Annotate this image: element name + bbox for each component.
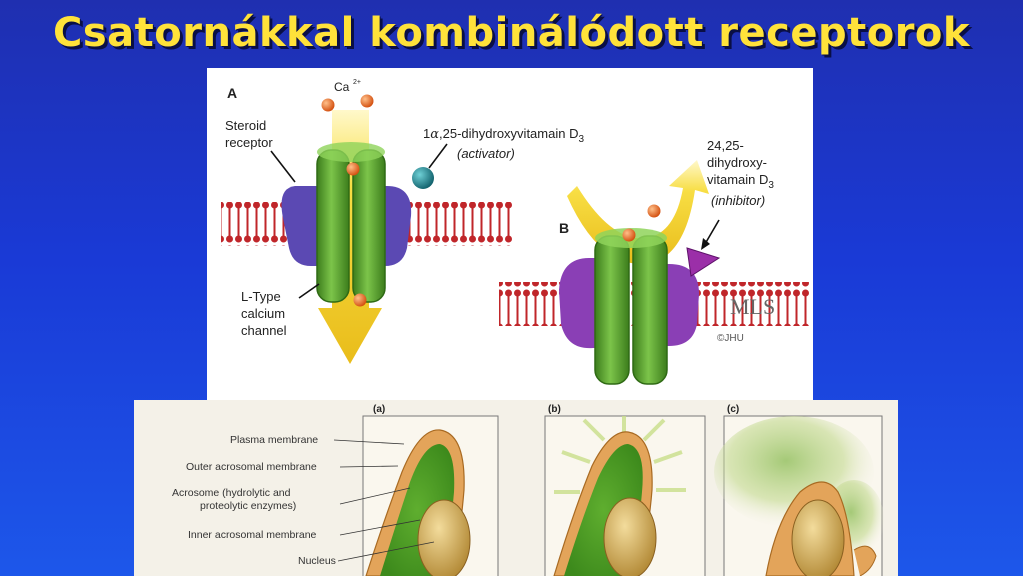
channel-b-left-subunit bbox=[594, 235, 630, 385]
channel-label-3: channel bbox=[241, 323, 287, 338]
steroid-receptor-left bbox=[281, 186, 319, 266]
calcium-label: Ca bbox=[334, 80, 350, 94]
slide-title: Csatornákkal kombinálódott receptorok bbox=[53, 10, 970, 56]
sperm-head-c bbox=[714, 416, 884, 576]
activator-label: 1α,25-dihydroxyvitamain D3 bbox=[423, 126, 584, 145]
inhibitor-ligand bbox=[686, 247, 721, 277]
receptor-b-right bbox=[663, 264, 699, 346]
activator-role: (activator) bbox=[457, 146, 515, 161]
steroid-receptor-label-1: Steroid bbox=[225, 118, 266, 133]
inhibitor-role: (inhibitor) bbox=[711, 193, 765, 208]
calcium-channel-diagram: A Ca 2+ Steroid receptor 1α,25-dihydroxy… bbox=[221, 79, 809, 385]
sperm-head-a bbox=[365, 429, 471, 576]
activator-pointer bbox=[428, 143, 448, 169]
copyright-text: ©JHU bbox=[717, 333, 744, 344]
channel-a-top bbox=[317, 142, 385, 162]
panel-b-label: (b) bbox=[548, 404, 561, 415]
label-plasma-membrane: Plasma membrane bbox=[230, 434, 318, 446]
label-acrosome-2: proteolytic enzymes) bbox=[200, 500, 296, 512]
label-inner-acrosomal-membrane: Inner acrosomal membrane bbox=[188, 529, 317, 541]
acrosome-figure: (a) (b) (c) bbox=[134, 400, 898, 576]
calcium-ion bbox=[647, 204, 661, 218]
panel-b-letter: B bbox=[559, 220, 569, 236]
inhibitor-label-2: dihydroxy- bbox=[707, 155, 767, 170]
calcium-ion bbox=[622, 228, 636, 242]
label-nucleus: Nucleus bbox=[298, 555, 336, 567]
channel-a-left-subunit bbox=[316, 149, 350, 303]
label-outer-acrosomal-membrane: Outer acrosomal membrane bbox=[186, 461, 317, 473]
inhibitor-pointer bbox=[704, 219, 720, 245]
inhibitor-label-1: 24,25- bbox=[707, 138, 744, 153]
panel-c-label: (c) bbox=[727, 404, 739, 415]
calcium-ion bbox=[353, 293, 367, 307]
calcium-ion bbox=[321, 98, 335, 112]
panel-a-label: (a) bbox=[373, 404, 385, 415]
channel-b-right-subunit bbox=[632, 235, 668, 385]
mls-logo: MLS bbox=[730, 294, 775, 319]
calcium-ion bbox=[360, 94, 374, 108]
calcium-ion bbox=[346, 162, 360, 176]
steroid-receptor-pointer bbox=[270, 150, 296, 183]
calcium-channel-figure: A Ca 2+ Steroid receptor 1α,25-dihydroxy… bbox=[207, 68, 813, 400]
activator-ligand bbox=[412, 167, 434, 189]
calcium-charge: 2+ bbox=[353, 79, 361, 86]
acrosome-diagram: (a) (b) (c) bbox=[172, 404, 884, 576]
channel-label-1: L-Type bbox=[241, 289, 281, 304]
label-leader-lines bbox=[333, 439, 435, 562]
channel-pointer bbox=[298, 283, 320, 299]
label-acrosome-1: Acrosome (hydrolytic and bbox=[172, 487, 291, 499]
inhibitor-pointer-head bbox=[701, 238, 710, 250]
panel-a-letter: A bbox=[227, 85, 237, 101]
channel-label-2: calcium bbox=[241, 306, 285, 321]
receptor-b-left bbox=[559, 258, 601, 349]
sperm-head-b bbox=[553, 416, 686, 576]
steroid-receptor-label-2: receptor bbox=[225, 135, 273, 150]
inhibitor-label-3: vitamain D3 bbox=[707, 172, 774, 191]
